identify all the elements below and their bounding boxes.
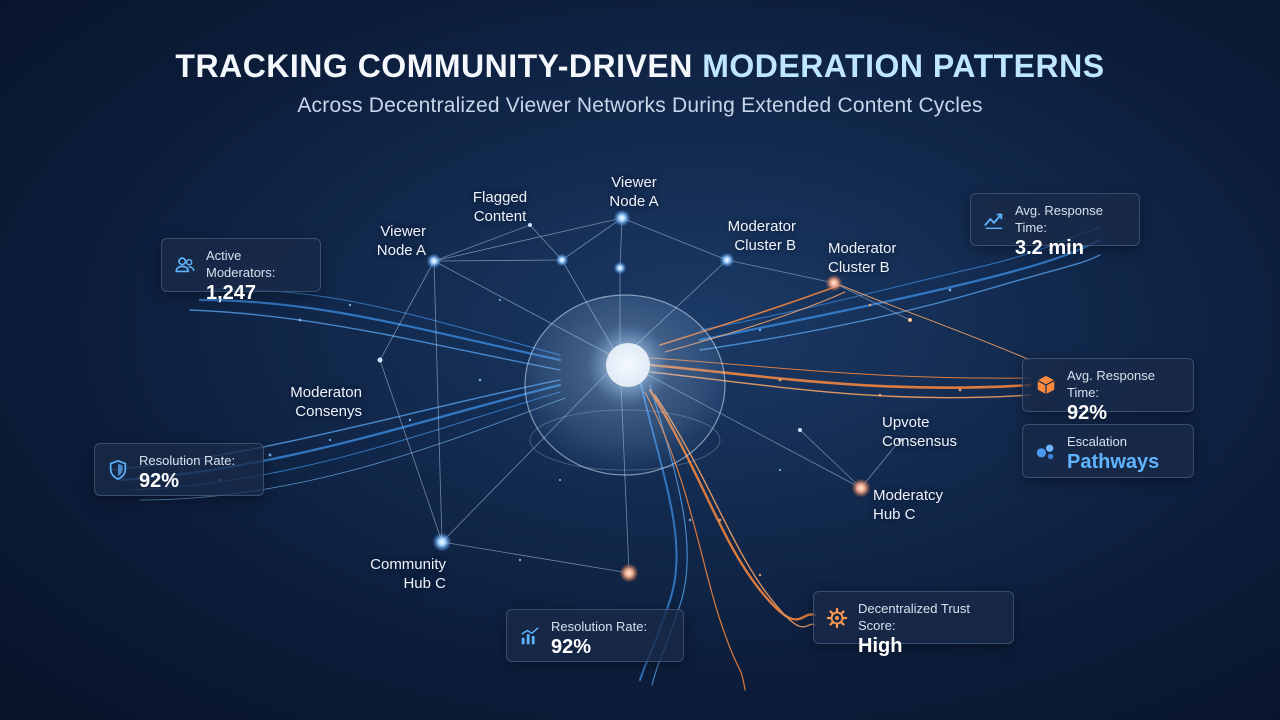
label-flagged-content: Flagged Content	[472, 189, 528, 225]
card-active-moderators: Active Moderators: 1,247	[161, 238, 321, 304]
card-label: Escalation	[1067, 434, 1127, 449]
card-label: Resolution Rate:	[139, 453, 236, 468]
card-resolution-rate-bottom: Resolution Rate: 92%	[506, 609, 684, 662]
card-value: Pathways	[1067, 451, 1160, 473]
label-viewer-node-a-left: Viewer Node A	[376, 223, 426, 259]
label-community-hub-c: Community Hub C	[370, 556, 446, 592]
page-title: TRACKING COMMUNITY-DRIVEN MODERATION PAT…	[0, 48, 1280, 85]
node-flagged	[556, 254, 568, 266]
cube-icon	[1037, 375, 1055, 395]
card-avg-response-time-1: Avg. Response Time: 3.2 min	[970, 193, 1140, 259]
bar-chart-icon	[521, 626, 539, 644]
label-moderacy-hub-c: Moderatcy Hub C	[873, 487, 944, 523]
node-viewer-a-top	[614, 210, 630, 226]
title-main: TRACKING COMMUNITY-DRIVEN	[175, 48, 703, 84]
network-nodes	[377, 210, 912, 582]
label-moderator-cluster-b-1: Moderator Cluster B	[727, 218, 796, 254]
card-value: 3.2 min	[1015, 237, 1084, 259]
card-label: Resolution Rate:	[551, 619, 648, 634]
card-label: Avg. Response Time:	[1067, 368, 1155, 400]
node-mod-cluster-2	[826, 275, 842, 291]
node-community-hub	[433, 533, 451, 551]
card-value: 1,247	[206, 282, 257, 304]
card-trust-score: Decentralized Trust Score: High	[813, 591, 1014, 657]
card-avg-response-time-2: Avg. Response Time: 92%	[1022, 358, 1194, 424]
card-label: Decentralized Trust Score:	[858, 601, 970, 633]
title-accent: MODERATION PATTERNS	[702, 48, 1105, 84]
page-subtitle: Across Decentralized Viewer Networks Dur…	[297, 94, 983, 117]
label-moderation-consensus: Moderaton Consenys	[290, 384, 362, 420]
node-viewer-a-left	[427, 254, 441, 268]
card-value: 92%	[139, 470, 180, 492]
label-upvote-consensus: Upvote Consensus	[882, 414, 958, 450]
node-moderacy-hub	[852, 479, 870, 497]
node-bottom	[620, 564, 638, 582]
users-icon	[175, 257, 195, 273]
label-viewer-node-a-top: Viewer Node A	[609, 174, 659, 210]
label-moderator-cluster-b-2: Moderator Cluster B	[828, 240, 897, 276]
card-value: 92%	[551, 636, 592, 658]
card-resolution-rate-left: Resolution Rate: 92%	[94, 443, 264, 496]
bubbles-icon	[1036, 444, 1054, 460]
sparkle-dots-orange	[718, 303, 962, 577]
trend-chart-icon	[984, 213, 1003, 229]
network-links	[379, 217, 911, 574]
card-value: High	[858, 635, 903, 657]
node-small	[614, 262, 626, 274]
card-escalation-pathways: Escalation Pathways	[1022, 424, 1194, 478]
shield-icon	[109, 459, 127, 480]
card-label: Active Moderators:	[206, 248, 276, 280]
card-value: 92%	[1067, 402, 1108, 424]
node-mod-cluster-1	[720, 253, 734, 267]
card-label: Avg. Response Time:	[1015, 203, 1103, 235]
gear-icon	[826, 607, 848, 628]
